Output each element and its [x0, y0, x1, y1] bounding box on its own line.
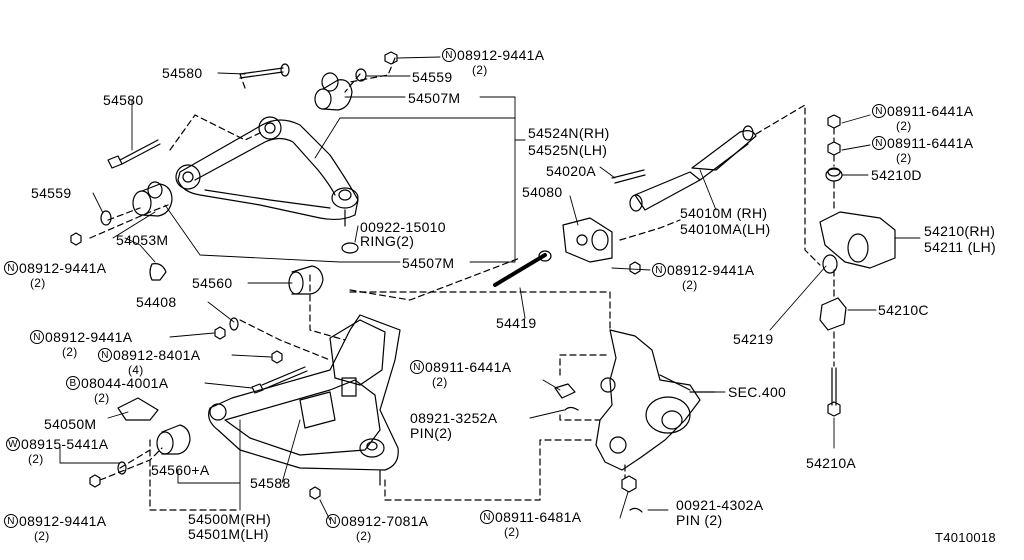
label-54020A: 54020A	[546, 163, 597, 179]
label-54580-left: 54580	[103, 92, 144, 108]
bolt-symbol-icon: B	[66, 376, 80, 390]
label-54050M: 54050M	[44, 416, 97, 432]
label-54210D: 54210D	[871, 167, 922, 183]
bump-stopper-icon	[149, 263, 167, 281]
nut-symbol-icon: N	[652, 263, 666, 277]
label-54210: 54210(RH)	[924, 223, 996, 239]
label-54507M-top: 54507M	[408, 90, 461, 106]
label-ring: RING(2)	[360, 233, 415, 249]
nut-symbol-icon: N	[326, 514, 340, 528]
upper-guide-lines	[89, 57, 396, 239]
label-54524N: 54524N(RH)	[528, 125, 610, 141]
washer-symbol-icon: W	[6, 437, 20, 451]
label-54211: 54211 (LH)	[924, 239, 997, 255]
torsion-guide-lines	[619, 104, 821, 266]
lower-hardware	[89, 317, 321, 500]
nut-symbol-icon: N	[410, 360, 424, 374]
diagram-id: T4010018	[935, 530, 996, 545]
lower-bushing-rear	[156, 424, 191, 455]
nut-symbol-icon: N	[872, 136, 886, 150]
label-54210C: 54210C	[878, 302, 929, 318]
torsion-bar	[629, 125, 757, 212]
knuckle-guide-lines	[559, 354, 626, 479]
label-54219: 54219	[733, 331, 774, 347]
label-54525N: 54525N(LH)	[528, 142, 608, 158]
washer-icon	[100, 210, 112, 226]
label-54507M-bottom: 54507M	[402, 255, 455, 271]
label-54559-left: 54559	[31, 185, 72, 201]
lower-guide-lines	[99, 257, 611, 511]
nut-symbol-icon: N	[872, 104, 886, 118]
label-pin-bottom: PIN (2)	[676, 512, 723, 528]
label-sec400: SEC.400	[728, 384, 787, 400]
label-54588: 54588	[250, 475, 291, 491]
label-54010MA: 54010MA(LH)	[680, 221, 771, 237]
label-00922-15010: 00922-15010	[360, 219, 446, 235]
label-08921-3252A: 08921-3252A	[410, 410, 498, 426]
label-54419: 54419	[496, 315, 537, 331]
label-54408: 54408	[136, 294, 177, 310]
label-00921-4302A: 00921-4302A	[676, 497, 764, 513]
upper-bushing-front	[314, 72, 353, 111]
label-pin-mid: PIN(2)	[410, 425, 453, 441]
lower-control-arm	[208, 314, 401, 486]
upper-bolts	[107, 63, 290, 169]
label-54080: 54080	[522, 184, 563, 200]
label-54501M: 54501M(LH)	[188, 526, 269, 542]
nut-symbol-icon: N	[442, 48, 456, 62]
label-54010M: 54010M (RH)	[680, 205, 768, 221]
nut-symbol-icon: N	[480, 510, 494, 524]
torsion-bar-anchor	[493, 169, 646, 287]
nut-icon	[384, 51, 398, 65]
label-54210A: 54210A	[806, 455, 857, 471]
nut-symbol-icon: N	[4, 261, 18, 275]
nut-symbol-icon: N	[30, 330, 44, 344]
upper-control-arm	[175, 116, 359, 227]
nut-symbol-icon: N	[98, 348, 112, 362]
lower-bushing-front	[288, 265, 324, 295]
leader-lines	[59, 56, 921, 521]
ring-icon	[341, 242, 359, 254]
upper-bushing-rear	[132, 181, 173, 217]
nut-icon	[70, 232, 82, 246]
label-54559-top: 54559	[412, 69, 453, 85]
label-54560A: 54560+A	[151, 462, 210, 478]
label-54053M: 54053M	[116, 232, 169, 248]
nut-symbol-icon: N	[4, 514, 18, 528]
steering-knuckle	[554, 329, 716, 513]
label-54500M: 54500M(RH)	[188, 511, 272, 527]
label-54560: 54560	[192, 275, 233, 291]
label-54580-top: 54580	[162, 65, 203, 81]
washer-icon	[355, 68, 367, 82]
